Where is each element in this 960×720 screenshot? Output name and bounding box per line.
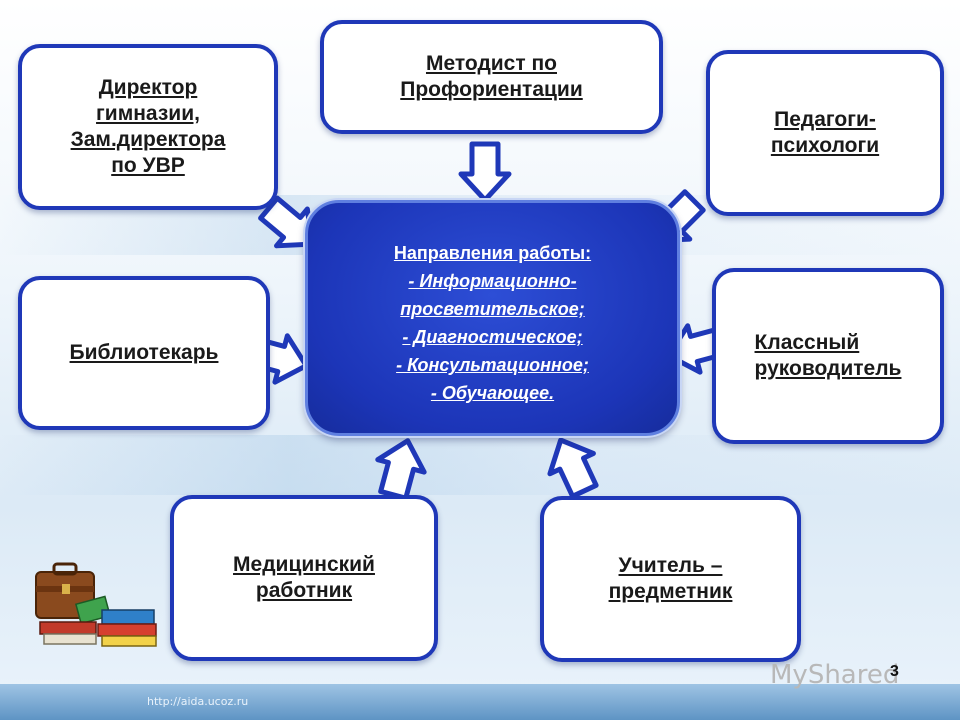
librarian-node: Библиотекарь [18,276,270,430]
direction-item: - Обучающее. [430,383,555,403]
direction-item: - Информационно- [408,271,577,291]
footer-bar [0,684,960,720]
director-node: Директор гимназии, Зам.директора по УВР [18,44,278,210]
subject-teacher-node: Учитель – предметник [540,496,801,662]
director-label: Директор гимназии, Зам.директора по УВР [70,75,226,178]
arrow-from-methodist [461,144,509,200]
direction-item: просветительское; [400,299,585,319]
medic-label: Медицинский работник [233,552,375,602]
psychologists-label: Педагоги- психологи [770,107,880,157]
subject-teacher-label: Учитель – предметник [608,553,733,603]
methodist-label: Методист по Профориентации [400,51,583,101]
work-directions-title: Направления работы: [393,243,592,263]
page-number: 3 [890,663,899,680]
watermark: MyShared [770,660,900,690]
librarian-label: Библиотекарь [69,340,219,364]
arrow-from-medic [370,435,431,502]
direction-item: - Консультационное; [396,355,589,375]
direction-item: - Диагностическое; [402,327,583,347]
books-icon [39,595,157,647]
footer-url: http://aida.ucoz.ru [147,695,249,708]
arrow-from-subject-teacher [539,430,606,501]
medic-node: Медицинский работник [170,495,438,661]
work-directions-text: Направления работы: - Информационно- про… [308,239,677,407]
books-briefcase-clipart [35,562,157,647]
class-teacher-label: Классный руководитель [754,330,902,380]
work-directions-node: Направления работы: - Информационно- про… [305,200,680,436]
class-teacher-node: Классный руководитель [712,268,944,444]
background-streak [0,435,960,495]
methodist-node: Методист по Профориентации [320,20,663,134]
psychologists-node: Педагоги- психологи [706,50,944,216]
